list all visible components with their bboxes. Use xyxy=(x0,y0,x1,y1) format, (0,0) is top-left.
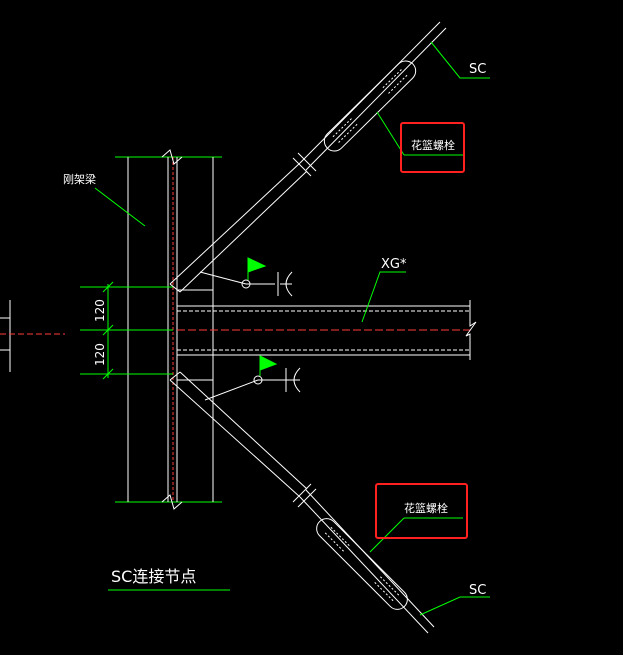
left-edge-fragment xyxy=(0,300,65,372)
turnbuckle-label-top: 花篮螺栓 xyxy=(411,138,455,152)
highlight-box-bottom xyxy=(375,483,468,539)
caption: SC连接节点 xyxy=(111,567,196,586)
dimension-lower: 120 xyxy=(93,343,107,366)
sc-label-bottom: SC xyxy=(469,583,486,598)
turnbuckle-bottom-body xyxy=(316,518,408,610)
dimension-upper: 120 xyxy=(93,299,107,322)
weld-symbol-lower xyxy=(204,355,301,401)
beam-label-group: 刚架梁 xyxy=(63,172,146,227)
turnbuckle-label-top-group: 花篮螺栓 xyxy=(376,111,465,173)
weld-flag-upper-icon xyxy=(247,257,267,273)
beam-label: 刚架梁 xyxy=(63,172,96,186)
horizontal-member-xg xyxy=(177,300,477,360)
weld-flag-lower-icon xyxy=(259,355,278,371)
turnbuckle-label-bottom-group: 花篮螺栓 xyxy=(369,483,468,553)
gusset-plate xyxy=(177,289,213,381)
highlight-box-top xyxy=(400,122,465,173)
dimension-lines xyxy=(80,281,173,380)
weld-symbol-upper xyxy=(199,257,293,297)
turnbuckle-top-body xyxy=(323,60,417,152)
sc-label-bottom-group: SC xyxy=(419,583,490,616)
sc-label-top: SC xyxy=(469,62,486,77)
sc-label-top-group: SC xyxy=(430,41,490,79)
turnbuckle-label-bottom: 花篮螺栓 xyxy=(404,501,448,515)
caption-group: SC连接节点 xyxy=(108,567,230,591)
member-label-group: XG* xyxy=(361,257,407,323)
member-label: XG* xyxy=(381,257,407,272)
lower-diagonal-rod xyxy=(169,371,435,634)
